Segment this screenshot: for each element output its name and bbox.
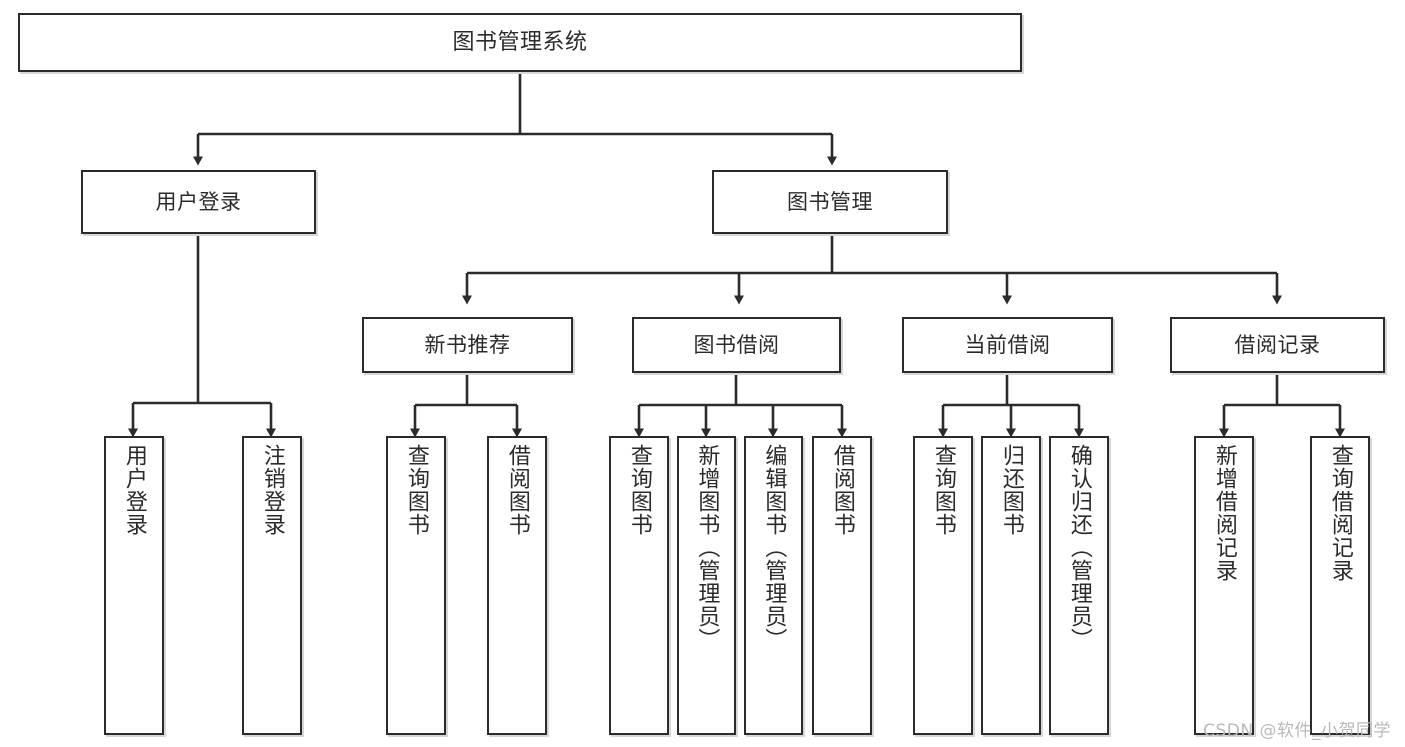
leaf-borrow-book-2[interactable]: 借阅图书 <box>812 436 872 735</box>
leaf-query-book-2[interactable]: 查询图书 <box>609 436 669 735</box>
leaf-borrow-book-2-label: 借阅图书 <box>829 444 855 536</box>
leaf-user-login[interactable]: 用户登录 <box>104 436 164 735</box>
leaf-query-record-label: 查询借阅记录 <box>1327 444 1353 582</box>
leaf-edit-book-label: 编辑图书（管理员） <box>761 444 787 651</box>
leaf-query-book-3-label: 查询图书 <box>930 444 956 536</box>
node-root[interactable]: 图书管理系统 <box>18 13 1022 72</box>
node-book-manage[interactable]: 图书管理 <box>712 170 948 234</box>
leaf-borrow-book-1-label: 借阅图书 <box>504 444 530 536</box>
leaf-return-book-label: 归还图书 <box>998 444 1024 536</box>
leaf-logout-label: 注销登录 <box>259 444 285 536</box>
leaf-query-record[interactable]: 查询借阅记录 <box>1310 436 1370 735</box>
node-current-borrow-label: 当前借阅 <box>964 332 1051 357</box>
leaf-add-record[interactable]: 新增借阅记录 <box>1194 436 1254 735</box>
leaf-add-book[interactable]: 新增图书（管理员） <box>677 436 736 735</box>
node-root-label: 图书管理系统 <box>452 29 588 55</box>
leaf-borrow-book-1[interactable]: 借阅图书 <box>487 436 547 735</box>
leaf-query-book-2-label: 查询图书 <box>626 444 652 536</box>
leaf-edit-book[interactable]: 编辑图书（管理员） <box>744 436 803 735</box>
leaf-return-book[interactable]: 归还图书 <box>981 436 1041 735</box>
leaf-user-login-label: 用户登录 <box>121 444 147 536</box>
node-user-login-label: 用户登录 <box>155 189 242 214</box>
node-borrow-record-label: 借阅记录 <box>1234 332 1321 357</box>
leaf-confirm-return-label: 确认归还（管理员） <box>1066 444 1092 651</box>
leaf-add-book-label: 新增图书（管理员） <box>694 444 720 651</box>
node-book-borrow-label: 图书借阅 <box>693 332 780 357</box>
leaf-logout[interactable]: 注销登录 <box>242 436 302 735</box>
leaf-query-book-3[interactable]: 查询图书 <box>913 436 973 735</box>
leaf-add-record-label: 新增借阅记录 <box>1211 444 1237 582</box>
node-book-borrow[interactable]: 图书借阅 <box>632 317 841 373</box>
node-new-book-recommend[interactable]: 新书推荐 <box>362 317 573 373</box>
leaf-confirm-return[interactable]: 确认归还（管理员） <box>1049 436 1109 735</box>
node-borrow-record[interactable]: 借阅记录 <box>1170 317 1385 373</box>
node-current-borrow[interactable]: 当前借阅 <box>902 317 1113 373</box>
node-new-book-recommend-label: 新书推荐 <box>424 332 511 357</box>
node-book-manage-label: 图书管理 <box>787 189 873 214</box>
leaf-query-book-1-label: 查询图书 <box>403 444 429 536</box>
leaf-query-book-1[interactable]: 查询图书 <box>386 436 446 735</box>
watermark: CSDN @软件_小贺同学 <box>1203 721 1391 741</box>
node-user-login[interactable]: 用户登录 <box>81 170 316 234</box>
